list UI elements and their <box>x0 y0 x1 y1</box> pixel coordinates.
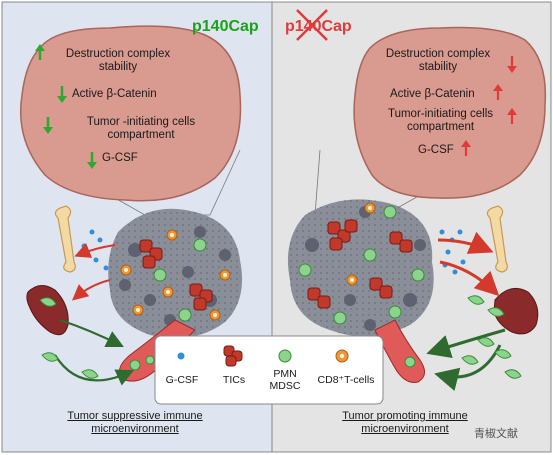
legend-tics-icon <box>223 345 243 367</box>
right-arrow-to-spleen <box>439 260 500 297</box>
right-vessel-icon <box>374 319 425 383</box>
right-panel-title: p140Cap <box>285 18 352 35</box>
right-pmn-mdsc-cells-icon <box>298 205 425 325</box>
left-item-beta-catenin: Active β-Catenin <box>72 88 157 100</box>
left-tic-cluster-icon <box>139 239 213 311</box>
left-spleen-icon <box>26 285 69 336</box>
right-arrow-from-spleen <box>426 328 506 359</box>
left-arrow-to-bone <box>74 243 116 258</box>
left-callout-blob <box>19 25 242 202</box>
legend-label-gcsf: G-CSF <box>165 374 199 386</box>
left-item-tics: Tumor -initiating cells compartment <box>86 116 196 142</box>
right-item-beta-catenin: Active β-Catenin <box>390 88 475 100</box>
right-tic-cluster-icon <box>307 219 413 309</box>
right-spleen-icon <box>493 287 539 335</box>
legend-label-cd8: CD8⁺T-cells <box>317 374 375 386</box>
legend-box <box>154 335 384 405</box>
right-arrow-down-icon <box>507 56 517 73</box>
left-arrow-from-spleen <box>59 318 124 347</box>
right-callout-blob <box>353 26 547 199</box>
right-item-gcsf: G-CSF <box>418 144 454 156</box>
left-item-gcsf: G-CSF <box>102 152 138 164</box>
right-arrow-up-icon <box>461 84 517 156</box>
legend-label-tics: TICs <box>222 374 246 386</box>
strike-x-icon <box>296 9 328 41</box>
right-bone-icon <box>486 205 508 273</box>
left-arrow-up-icon <box>35 44 45 60</box>
right-item-tics: Tumor-initiating cells compartment <box>387 108 494 134</box>
right-free-mdsc-icon <box>461 295 522 379</box>
right-cd8-cells-icon <box>346 202 376 286</box>
right-panel-caption: Tumor promoting immune microenvironment <box>342 410 468 435</box>
left-panel-title: p140Cap <box>192 18 259 35</box>
right-item-destruction: Destruction complex stability <box>385 48 491 74</box>
left-item-destruction: Destruction complex stability <box>65 48 171 74</box>
legend-gcsf-icon <box>177 352 185 360</box>
left-bone-icon <box>54 205 76 273</box>
left-arrow-down-icon <box>43 86 97 169</box>
legend-label-pmn-mdsc: PMN MDSC <box>269 368 301 393</box>
legend-pmn-mdsc-icon <box>278 349 292 363</box>
left-arrow-to-spleen <box>71 279 111 301</box>
left-pmn-mdsc-cells-icon <box>153 238 207 322</box>
left-panel-caption: Tumor suppressive immune microenvironmen… <box>67 410 203 435</box>
left-free-mdsc-icon <box>39 297 99 379</box>
left-arrow-bottom <box>54 354 134 386</box>
right-arrow-to-bone <box>437 231 494 254</box>
watermark: 青椒文献 <box>474 428 518 440</box>
left-cd8-cells-icon <box>120 229 231 321</box>
legend-cd8-icon <box>335 349 349 363</box>
